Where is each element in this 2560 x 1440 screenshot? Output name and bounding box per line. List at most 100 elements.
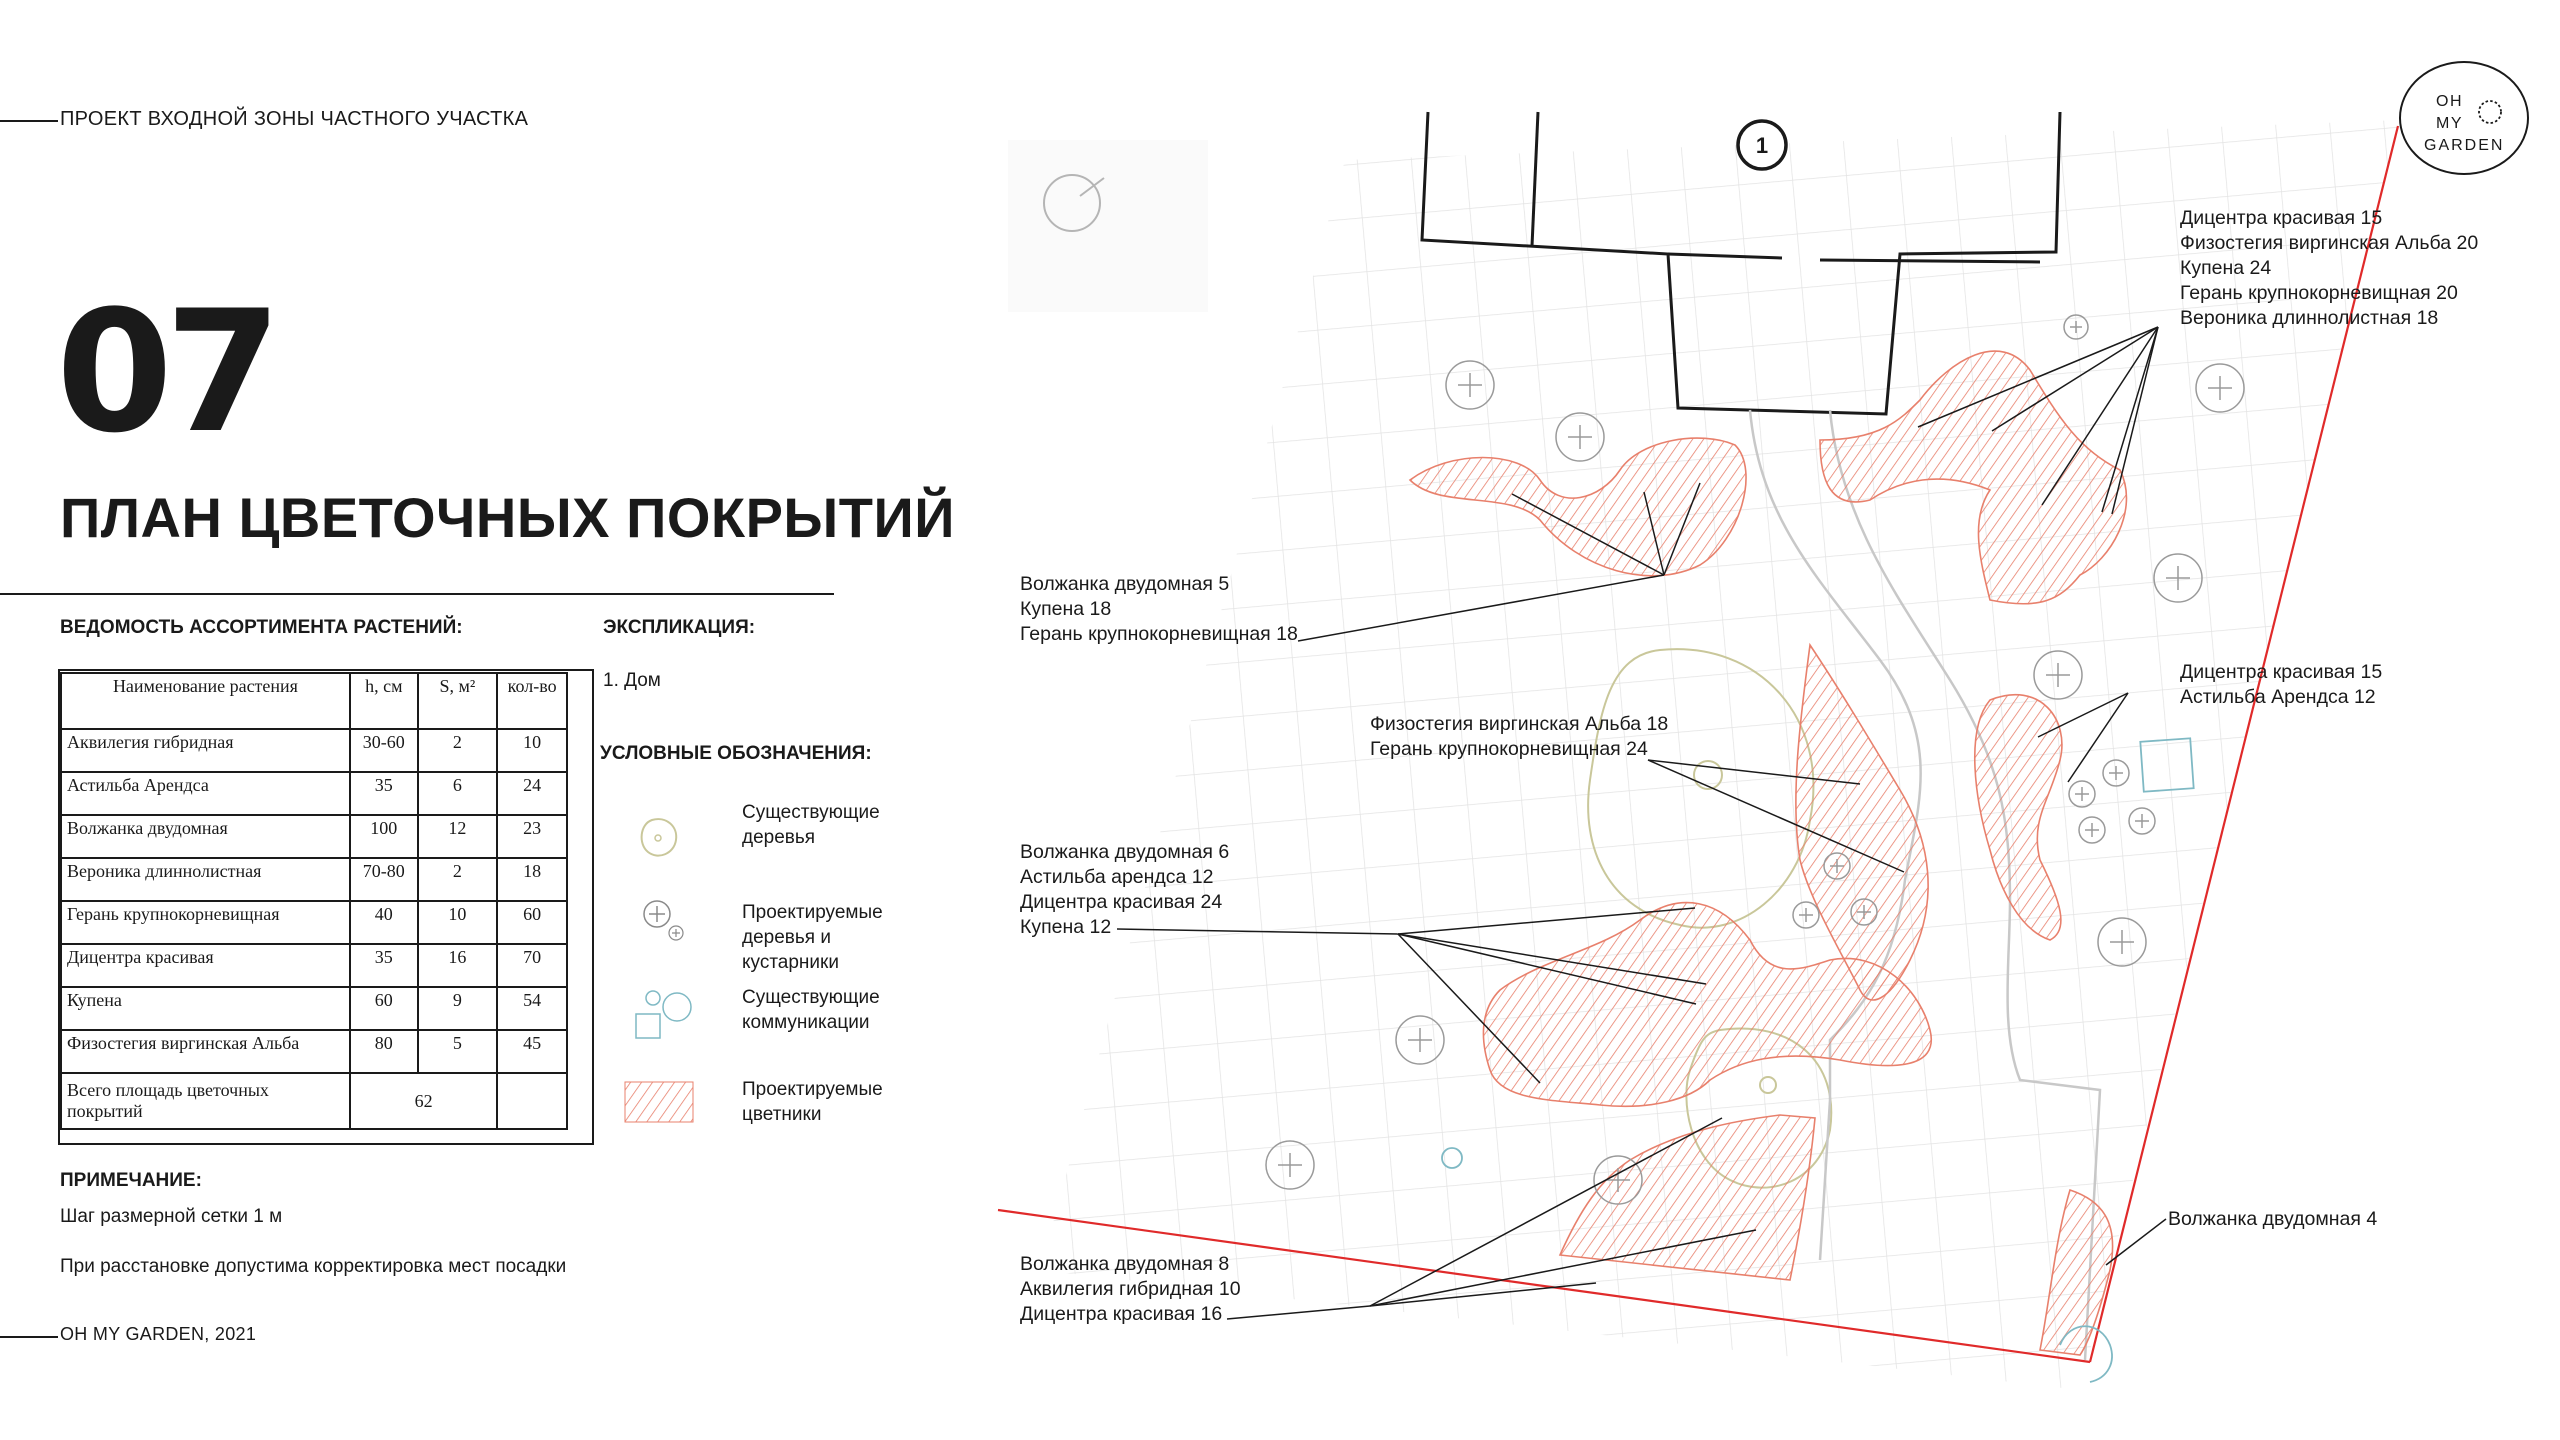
- plan-label-line: Дицентра красивая 15: [2180, 661, 2383, 683]
- leader-lines: [1116, 326, 2167, 1320]
- explication-item: 1. Дом: [603, 670, 661, 691]
- table-frame: [58, 669, 594, 1145]
- plant-area: 2: [416, 857, 499, 902]
- house-outline: [1420, 111, 2062, 416]
- plant-area: 10: [416, 900, 499, 945]
- plant-height: 100: [348, 814, 419, 859]
- plant-height: 80: [348, 1029, 419, 1074]
- flowerbed-top-left: [1408, 437, 1747, 577]
- plan-label-line: Купена 18: [1020, 598, 1112, 620]
- plant-count: 24: [496, 771, 568, 816]
- plant-name: Физостегия виргинская Альба: [60, 1029, 351, 1074]
- planned-tree-icon: [2153, 553, 2203, 603]
- plant-name: Вероника длиннолистная: [60, 857, 351, 902]
- page-title: ПЛАН ЦВЕТОЧНЫХ ПОКРЫТИЙ: [60, 486, 955, 549]
- logo-text-garden: GARDEN: [2424, 137, 2504, 154]
- col-area: S, м²: [416, 672, 499, 730]
- planned-tree-icon: [2097, 917, 2147, 967]
- title-rule: [0, 593, 834, 595]
- flowerbed-middle: [1482, 901, 1933, 1108]
- project-title: ПРОЕКТ ВХОДНОЙ ЗОНЫ ЧАСТНОГО УЧАСТКА: [60, 108, 529, 130]
- planned-shrub-icon: [2068, 780, 2096, 808]
- explication-heading: ЭКСПЛИКАЦИЯ:: [603, 617, 756, 638]
- plant-area: 2: [416, 728, 499, 773]
- planned-shrub-icon: [1823, 852, 1851, 880]
- plant-name: Герань крупнокорневищная: [60, 900, 351, 945]
- planned-tree-icon: [1265, 1140, 1315, 1190]
- plant-name: Волжанка двудомная: [60, 814, 351, 859]
- compass-panel: [1008, 140, 1208, 312]
- flowerbed-right: [1974, 694, 2063, 941]
- plan-label-bottom-right: Волжанка двудомная 4: [2168, 1207, 2377, 1232]
- plant-count: 18: [496, 857, 568, 902]
- col-name: Наименование растения: [60, 672, 351, 730]
- plan-label-line: Герань крупнокорневищная 18: [1020, 623, 1298, 645]
- planned-shrub-icon: [2102, 759, 2130, 787]
- plant-height: 70-80: [348, 857, 419, 902]
- planned-tree-icon: [2195, 363, 2245, 413]
- plan-label-line: Астильба арендса 12: [1020, 866, 1214, 888]
- planned-shrub-icon: [2078, 816, 2106, 844]
- plan-label-line: Вероника длиннолистная 18: [2180, 307, 2439, 329]
- col-count: кол-во: [496, 672, 568, 730]
- plant-area: 12: [416, 814, 499, 859]
- utility-box: [2139, 737, 2195, 793]
- house-marker-number: 1: [1756, 133, 1768, 158]
- plan-label-left-middle: Волжанка двудомная 6 Астильба арендса 12…: [1020, 840, 1229, 940]
- plan-label-right-middle: Дицентра красивая 15 Астильба Арендса 12: [2180, 660, 2382, 710]
- total-label: Всего площадь цветочных покрытий: [60, 1072, 351, 1130]
- plan-label-line: Купена 12: [1020, 916, 1112, 938]
- plant-count: 54: [496, 986, 568, 1031]
- plant-name: Астильба Арендса: [60, 771, 351, 816]
- plant-height: 35: [348, 771, 419, 816]
- planned-tree-icon: [1555, 412, 1605, 462]
- total-value: 62: [348, 1072, 499, 1130]
- plant-name: Аквилегия гибридная: [60, 728, 351, 773]
- assortment-table: Наименование растения h, см S, м² кол-во…: [60, 672, 568, 1130]
- plan-label-line: Физостегия виргинская Альба 18: [1370, 713, 1669, 735]
- plan-label-line: Астильба Арендса 12: [2180, 686, 2376, 708]
- legend-label-flowerbeds: Проектируемые цветники: [742, 1079, 883, 1125]
- legend-icons: [624, 818, 694, 1123]
- plan-label-line: Дицентра красивая 16: [1020, 1303, 1223, 1325]
- hatch-icon: [624, 1081, 694, 1123]
- utility-well-partial: [2059, 1325, 2113, 1383]
- table-header-row: Наименование растения h, см S, м² кол-во: [60, 672, 568, 730]
- plan-label-line: Волжанка двудомная 8: [1020, 1253, 1230, 1275]
- flowerbed-top-right: [1819, 350, 2128, 605]
- plan-label-top-right: Дицентра красивая 15 Физостегия виргинск…: [2180, 206, 2478, 331]
- plant-area: 6: [416, 771, 499, 816]
- flowerbed-bottom: [1558, 1114, 1816, 1281]
- logo-text-oh: OH: [2436, 93, 2463, 110]
- assortment-heading: ВЕДОМОСТЬ АССОРТИМЕНТА РАСТЕНИЙ:: [60, 617, 463, 638]
- note-heading: ПРИМЕЧАНИЕ:: [60, 1170, 202, 1191]
- plant-count: 45: [496, 1029, 568, 1074]
- existing-tree-trunk: [1693, 760, 1723, 790]
- plan-label-center: Физостегия виргинская Альба 18 Герань кр…: [1370, 712, 1668, 762]
- planned-tree-icon: [1445, 360, 1495, 410]
- planned-tree-icon: [643, 900, 684, 941]
- planned-shrub-icon: [2128, 807, 2156, 835]
- planned-shrub-icon: [2063, 314, 2089, 340]
- note-line: При расстановке допустима корректировка …: [60, 1256, 567, 1277]
- plan-label-left-top: Волжанка двудомная 5 Купена 18 Герань кр…: [1020, 572, 1298, 647]
- plant-area: 9: [416, 986, 499, 1031]
- plan-label-line: Волжанка двудомная 4: [2168, 1208, 2378, 1230]
- planned-tree-icon: [2033, 650, 2083, 700]
- plan-label-bottom-left: Волжанка двудомная 8 Аквилегия гибридная…: [1020, 1252, 1241, 1327]
- header-rule: [0, 120, 58, 122]
- plant-height: 35: [348, 943, 419, 988]
- plan-label-line: Герань крупнокорневищная 20: [2180, 282, 2458, 304]
- plan-label-line: Волжанка двудомная 6: [1020, 841, 1230, 863]
- plant-height: 40: [348, 900, 419, 945]
- plan-label-line: Купена 24: [2180, 257, 2272, 279]
- utilities-icon: [635, 990, 692, 1039]
- existing-tree-trunk: [1759, 1076, 1777, 1094]
